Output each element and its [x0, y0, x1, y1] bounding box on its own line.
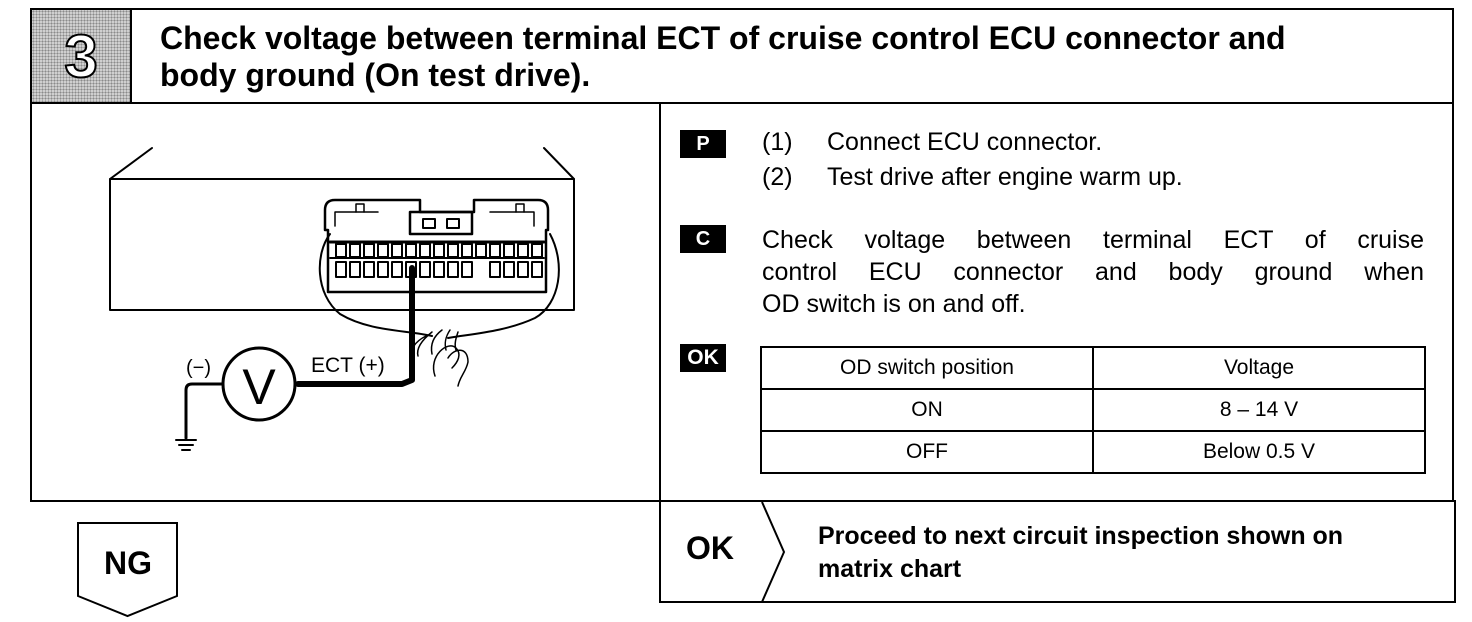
- check-tag: C: [680, 225, 726, 253]
- ok-result-label: OK: [686, 530, 734, 566]
- procedure-step-2-number: (2): [762, 163, 793, 191]
- ok-result-chevron: [761, 502, 786, 602]
- ground-icon: [175, 439, 197, 451]
- spec-ok-tag: OK: [680, 344, 726, 372]
- column-divider: [659, 102, 661, 502]
- ect-probe-lead: [295, 265, 415, 387]
- step-title-line-2: body ground (On test drive).: [160, 57, 591, 93]
- procedure-step-2-text: Test drive after engine warm up.: [827, 163, 1183, 191]
- ok-result-text-line-1: Proceed to next circuit inspection shown…: [818, 522, 1344, 550]
- check-instruction: Check voltage between terminal ECT of cr…: [762, 224, 1424, 320]
- ecu-perspective-lines: [109, 147, 575, 180]
- column-header-od-switch: OD switch position: [760, 346, 1094, 390]
- table-row: OFF Below 0.5 V: [760, 430, 1426, 474]
- step-title-line-1: Check voltage between terminal ECT of cr…: [160, 20, 1286, 56]
- step-number: 3: [63, 22, 98, 91]
- procedure-step-1-number: (1): [762, 128, 793, 156]
- ok-result-text-line-2: matrix chart: [818, 555, 962, 583]
- check-line-3: OD switch is on and off.: [762, 290, 1026, 318]
- negative-lead: [184, 382, 225, 440]
- table-header-row: OD switch position Voltage: [760, 346, 1426, 390]
- column-header-voltage: Voltage: [1092, 346, 1426, 390]
- connector-terminals: [335, 243, 543, 278]
- minus-label: (−): [186, 357, 211, 379]
- check-line-2: control ECU connector and body ground wh…: [762, 258, 1424, 286]
- voltmeter-symbol: V: [242, 359, 276, 415]
- ng-result-label: NG: [104, 545, 152, 581]
- step-body: [30, 102, 1454, 502]
- cell-voltage: Below 0.5 V: [1092, 430, 1426, 474]
- cell-od-position: OFF: [760, 430, 1094, 474]
- cell-od-position: ON: [760, 388, 1094, 432]
- harness-left: [318, 233, 433, 337]
- harness-right: [447, 233, 560, 339]
- wire-strands: [410, 329, 459, 359]
- check-line-1: Check voltage between terminal ECT of cr…: [762, 226, 1424, 254]
- cell-voltage: 8 – 14 V: [1092, 388, 1426, 432]
- procedure-step-1-text: Connect ECU connector.: [827, 128, 1103, 156]
- step-number-box: [30, 8, 132, 104]
- ect-label: ECT (+): [311, 354, 385, 377]
- ok-result-box: [659, 500, 1456, 603]
- table-row: ON 8 – 14 V: [760, 388, 1426, 432]
- ecu-body-outline: [109, 178, 575, 311]
- procedure-tag: P: [680, 130, 726, 158]
- voltage-spec-table: OD switch position Voltage ON 8 – 14 V O…: [760, 346, 1426, 474]
- ecu-connector-diagram: (−) V ECT (+): [109, 147, 575, 451]
- ng-result-arrow-box: [77, 522, 178, 618]
